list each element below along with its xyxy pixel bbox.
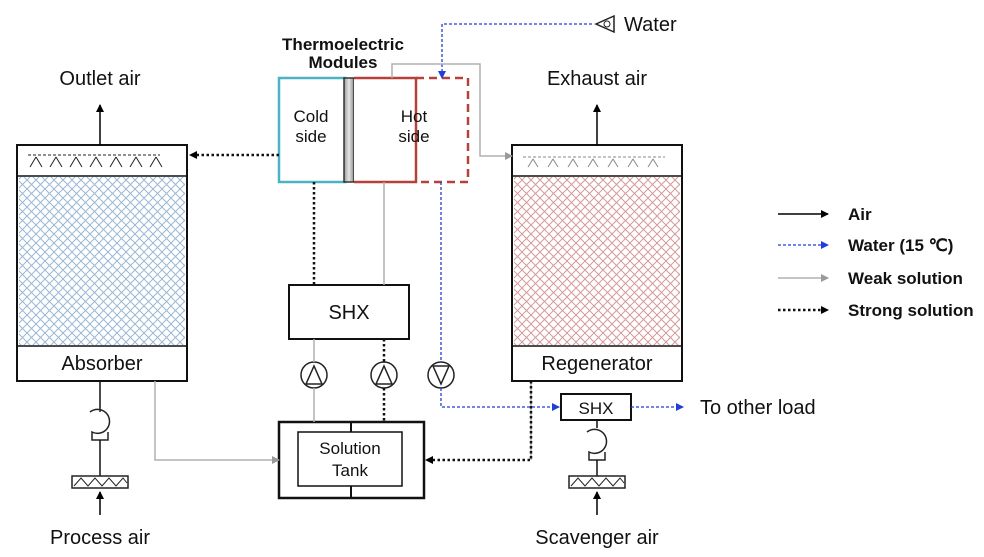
- regenerator-spray-nozzles: [523, 156, 665, 168]
- process-air-label: Process air: [50, 527, 150, 549]
- regenerator-label: Regenerator: [541, 353, 653, 375]
- water-lines: [440, 182, 560, 411]
- regenerator-unit: Regenerator: [511, 144, 683, 382]
- legend-weak-solution-label: Weak solution: [848, 269, 963, 288]
- water-valve-icon: [594, 14, 615, 34]
- shx-right-label: SHX: [579, 399, 614, 418]
- center-shx: SHX: [288, 284, 410, 340]
- absorber-fan-icon: [89, 408, 111, 441]
- pump-icons: [300, 361, 455, 389]
- solution-tank-label-line2: Tank: [332, 461, 368, 480]
- legend-item-water: Water (15 ℃): [778, 236, 953, 255]
- pump-middle-icon: [370, 361, 398, 389]
- air-flows: Outlet air Exhaust air Process air Scave…: [50, 68, 659, 549]
- absorber-label: Absorber: [61, 353, 142, 375]
- solution-tank: Solution Tank: [277, 420, 426, 500]
- hot-side-box: [354, 76, 418, 184]
- thermoelectric-plate: [343, 77, 355, 183]
- legend-item-air: Air: [778, 205, 872, 224]
- outlet-air-label: Outlet air: [59, 68, 140, 90]
- thermoelectric-label-line2: Modules: [309, 53, 378, 72]
- cold-side-label-line2: side: [295, 127, 326, 146]
- to-other-load-label: To other load: [700, 397, 816, 419]
- strong-solution-lines: [189, 151, 533, 464]
- thermoelectric-label-line1: Thermoelectric: [282, 35, 404, 54]
- regenerator-shx: SHX To other load: [560, 393, 816, 421]
- scavenger-air-label: Scavenger air: [535, 527, 659, 549]
- pump-right-icon: [427, 361, 455, 389]
- solution-tank-label-line1: Solution: [319, 439, 380, 458]
- legend-air-label: Air: [848, 205, 872, 224]
- thermoelectric-modules: Thermoelectric Modules Cold side Hot sid…: [277, 35, 470, 184]
- shx-center-label: SHX: [328, 302, 369, 324]
- hot-side-label-line2: side: [398, 127, 429, 146]
- water-inlet: Water: [438, 14, 677, 79]
- cold-side-label-line1: Cold: [294, 107, 329, 126]
- regenerator-fan-icon: [586, 428, 608, 461]
- absorber-unit: Absorber: [16, 144, 188, 382]
- legend: Air Water (15 ℃) Weak solution Strong so…: [778, 205, 974, 320]
- exhaust-air-label: Exhaust air: [547, 68, 647, 90]
- pump-left-icon: [300, 361, 328, 389]
- hot-side-label-line1: Hot: [401, 107, 428, 126]
- legend-item-strong-solution: Strong solution: [778, 301, 974, 320]
- absorber-spray-nozzles: [28, 154, 163, 168]
- legend-water-label: Water (15 ℃): [848, 236, 953, 255]
- absorber-filter-icon: [71, 475, 129, 489]
- water-inlet-line: [438, 23, 592, 79]
- legend-strong-solution-label: Strong solution: [848, 301, 974, 320]
- water-label: Water: [624, 14, 677, 36]
- cold-side-box: [277, 76, 347, 184]
- legend-item-weak-solution: Weak solution: [778, 269, 963, 288]
- regenerator-filter-icon: [568, 475, 626, 489]
